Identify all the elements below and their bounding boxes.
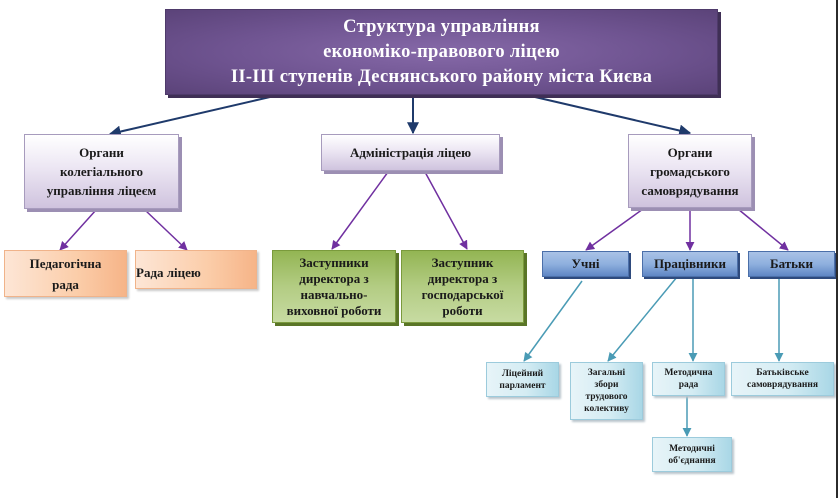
node-text: трудового xyxy=(585,392,628,402)
node-text: самоврядування xyxy=(746,380,819,390)
node-text: самоврядування xyxy=(641,182,739,198)
node-public-selfgov: Органи громадського самоврядування xyxy=(628,134,752,208)
node-administration: Адміністрація ліцею xyxy=(321,134,500,171)
node-text: Методична xyxy=(664,368,713,378)
node-methodical-council: Методична рада xyxy=(652,362,725,396)
node-text: директора з xyxy=(427,270,498,286)
arrow-workers-to-meeting xyxy=(607,276,678,362)
title-line-2: економіко-правового ліцею xyxy=(323,41,560,62)
node-parent-selfgov: Батьківське самоврядування xyxy=(731,362,834,396)
node-text: Працівники xyxy=(654,256,726,271)
node-text: управління ліцеєм xyxy=(46,183,157,198)
arrow-admin-to-deputy-edu xyxy=(331,171,389,250)
node-text: Органи xyxy=(79,145,124,160)
node-text: Органи xyxy=(667,144,713,160)
node-pedagogical-council: Педагогічна рада xyxy=(4,250,127,297)
arrow-title-to-selfgov xyxy=(534,96,692,137)
node-text: рада xyxy=(52,276,79,292)
arrow-collegial-to-ped xyxy=(59,209,97,251)
node-text: Загальні xyxy=(587,368,626,378)
node-text: парламент xyxy=(499,380,546,391)
title-line-1: Структура управління xyxy=(343,16,540,37)
right-border-line xyxy=(836,0,838,498)
node-text: колегіального xyxy=(59,164,144,179)
arrow-title-to-collegial xyxy=(108,96,271,138)
node-text: роботи xyxy=(442,302,483,318)
diagram-title: Структура управління економіко-правового… xyxy=(165,9,718,95)
node-text: об'єднання xyxy=(668,455,716,466)
arrow-admin-to-deputy-eco xyxy=(424,171,468,250)
node-text: Адміністрація ліцею xyxy=(349,145,472,160)
node-lyceum-parliament: Ліцейний парламент xyxy=(486,362,559,397)
title-line-3: ІІ-ІІІ ступенів Деснянського району міст… xyxy=(230,66,653,87)
node-deputy-economic: Заступник директора з господарської робо… xyxy=(401,250,524,323)
node-text: Ліцейний xyxy=(501,368,544,379)
node-text: Батьківське xyxy=(756,368,809,378)
node-general-meeting: Загальні збори трудового колективу xyxy=(570,362,643,420)
node-text: Рада ліцею xyxy=(136,264,201,280)
node-text: навчально- xyxy=(300,286,368,302)
node-text: рада xyxy=(678,380,699,390)
node-workers: Працівники xyxy=(642,251,738,277)
arrow-selfgov-to-parents xyxy=(737,208,789,251)
node-text: колективу xyxy=(584,404,629,414)
node-deputy-educational: Заступники директора з навчально- виховн… xyxy=(272,250,396,323)
arrow-selfgov-to-students xyxy=(585,208,644,251)
node-text: господарської xyxy=(421,286,504,302)
node-parents: Батьки xyxy=(748,251,835,277)
node-methodical-unions: Методичні об'єднання xyxy=(652,437,732,472)
node-text: Учні xyxy=(571,256,600,271)
node-text: збори xyxy=(594,380,619,390)
node-text: громадського xyxy=(650,163,730,179)
arrow-students-to-parliament xyxy=(523,280,583,362)
node-text: Методичні xyxy=(669,443,715,454)
node-text: виховної роботи xyxy=(286,302,382,318)
node-text: Педагогічна xyxy=(29,255,102,271)
node-collegial-bodies: Органи колегіального управління ліцеєм xyxy=(24,134,179,209)
node-lyceum-council: Рада ліцею xyxy=(135,250,257,289)
arrow-collegial-to-council xyxy=(144,209,188,251)
node-text: директора з xyxy=(299,270,369,286)
node-text: Заступники xyxy=(299,254,369,270)
node-students: Учні xyxy=(542,251,629,277)
node-text: Заступник xyxy=(431,254,494,270)
node-text: Батьки xyxy=(770,256,813,271)
